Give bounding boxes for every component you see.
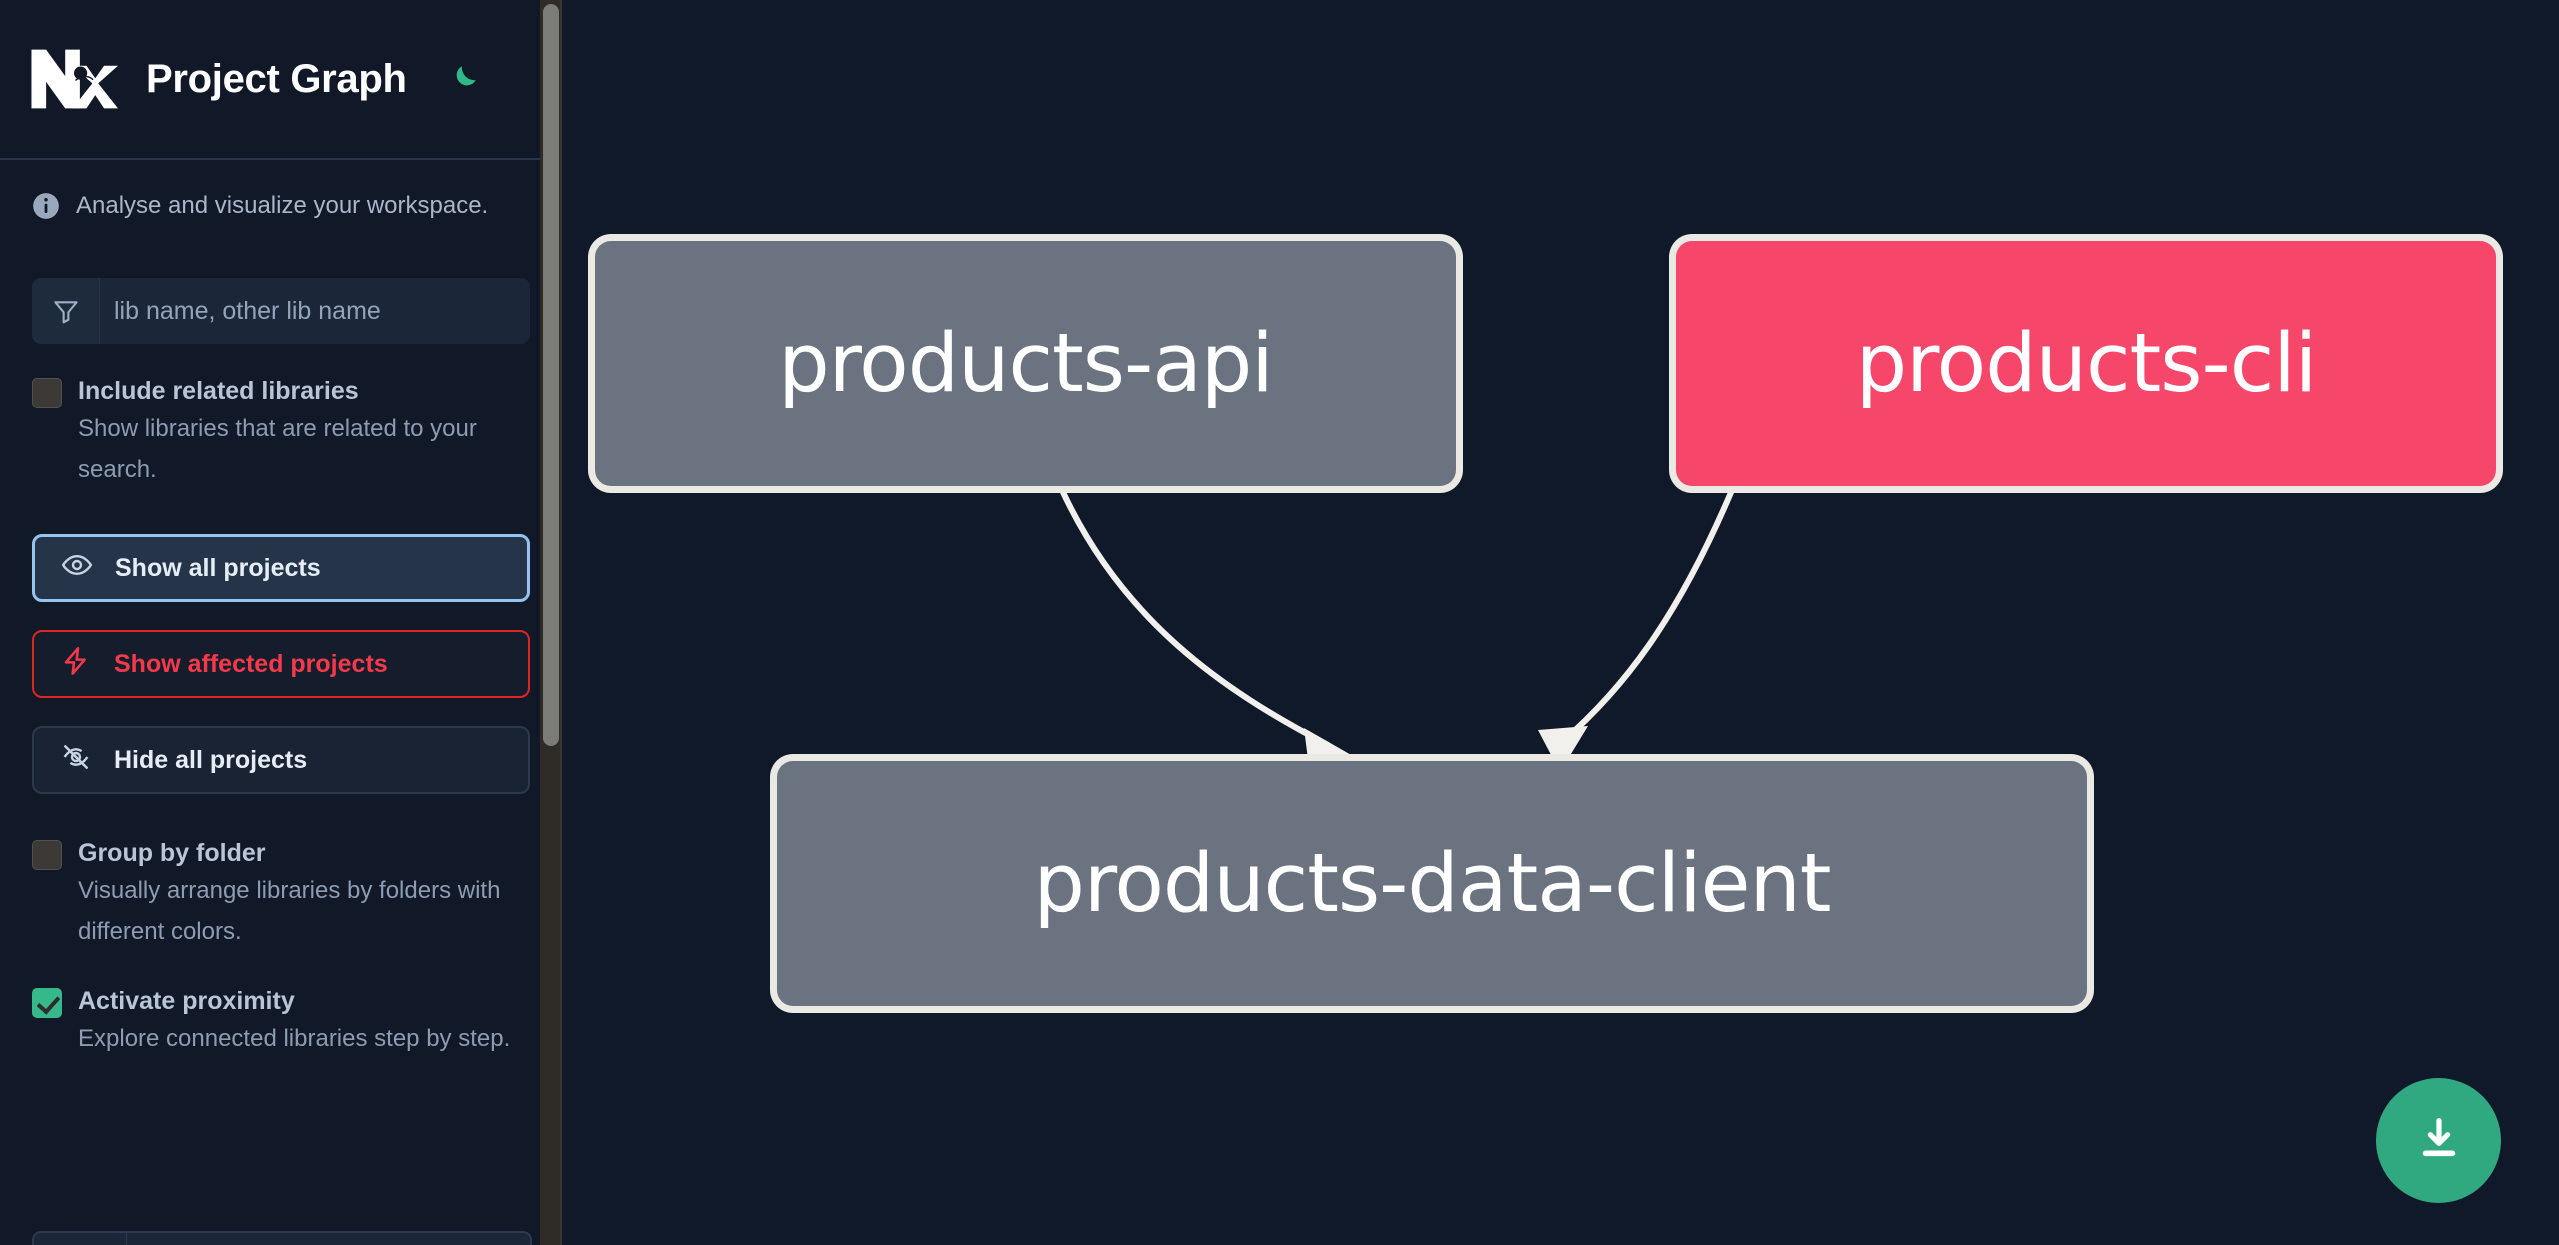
proximity-range-control-partial[interactable] — [32, 1231, 532, 1245]
include-related-libraries-checkbox[interactable] — [32, 378, 62, 408]
filter-funnel-icon[interactable] — [32, 278, 100, 344]
show-affected-projects-button[interactable]: Show affected projects — [32, 630, 530, 698]
option-text-group: Activate proximity Explore connected lib… — [78, 984, 510, 1059]
graph-node-products-cli[interactable]: products-cli — [1676, 241, 2496, 486]
group-by-folder-checkbox[interactable] — [32, 840, 62, 870]
sidebar-edge — [560, 0, 562, 1245]
eye-icon — [61, 549, 93, 588]
eye-slash-icon — [60, 741, 92, 780]
option-include-related-libraries[interactable]: Include related libraries Show libraries… — [0, 374, 562, 490]
option-description: Explore connected libraries step by step… — [78, 1025, 511, 1052]
activate-proximity-checkbox[interactable] — [32, 988, 62, 1018]
download-icon — [2413, 1113, 2465, 1168]
search-input[interactable] — [100, 278, 530, 344]
page-title: Project Graph — [146, 56, 407, 101]
option-text-group: Include related libraries Show libraries… — [78, 374, 530, 490]
download-graph-button[interactable] — [2376, 1078, 2501, 1203]
show-affected-projects-label: Show affected projects — [114, 649, 388, 678]
option-title: Include related libraries — [78, 377, 359, 405]
hide-all-projects-label: Hide all projects — [114, 745, 308, 774]
option-text-group: Group by folder Visually arrange librari… — [78, 836, 530, 952]
moon-icon[interactable] — [443, 59, 483, 99]
show-all-projects-label: Show all projects — [115, 553, 321, 582]
sidebar-scrollbar-track[interactable] — [540, 0, 562, 1245]
sidebar-header: Project Graph — [0, 0, 562, 160]
sidebar: Project Graph Analyse and visualize your… — [0, 0, 562, 1245]
nx-logo-icon — [30, 48, 118, 110]
option-description: Show libraries that are related to your … — [78, 415, 477, 483]
graph-node-products-api[interactable]: products-api — [595, 241, 1456, 486]
sidebar-scrollbar-thumb[interactable] — [543, 4, 559, 746]
option-description: Visually arrange libraries by folders wi… — [78, 877, 501, 945]
workspace-note: Analyse and visualize your workspace. — [0, 160, 562, 220]
edge-products-api-to-products-data-client — [1059, 488, 1330, 748]
edge-products-cli-to-products-data-client — [1560, 488, 1735, 745]
graph-node-label: products-api — [778, 316, 1274, 411]
graph-node-label: products-cli — [1855, 316, 2318, 411]
search-filter-row — [32, 278, 530, 344]
option-title: Activate proximity — [78, 987, 295, 1015]
graph-node-label: products-data-client — [1033, 836, 1831, 931]
option-group-by-folder[interactable]: Group by folder Visually arrange librari… — [0, 836, 562, 952]
lightning-bolt-icon — [60, 645, 92, 684]
info-circle-icon — [32, 192, 60, 220]
graph-canvas[interactable]: products-api products-cli products-data-… — [562, 0, 2559, 1245]
show-all-projects-button[interactable]: Show all projects — [32, 534, 530, 602]
graph-node-products-data-client[interactable]: products-data-client — [777, 761, 2087, 1006]
option-title: Group by folder — [78, 839, 266, 867]
graph-edges — [1059, 488, 1735, 775]
workspace-note-text: Analyse and visualize your workspace. — [76, 192, 489, 219]
hide-all-projects-button[interactable]: Hide all projects — [32, 726, 530, 794]
option-activate-proximity[interactable]: Activate proximity Explore connected lib… — [0, 984, 562, 1059]
